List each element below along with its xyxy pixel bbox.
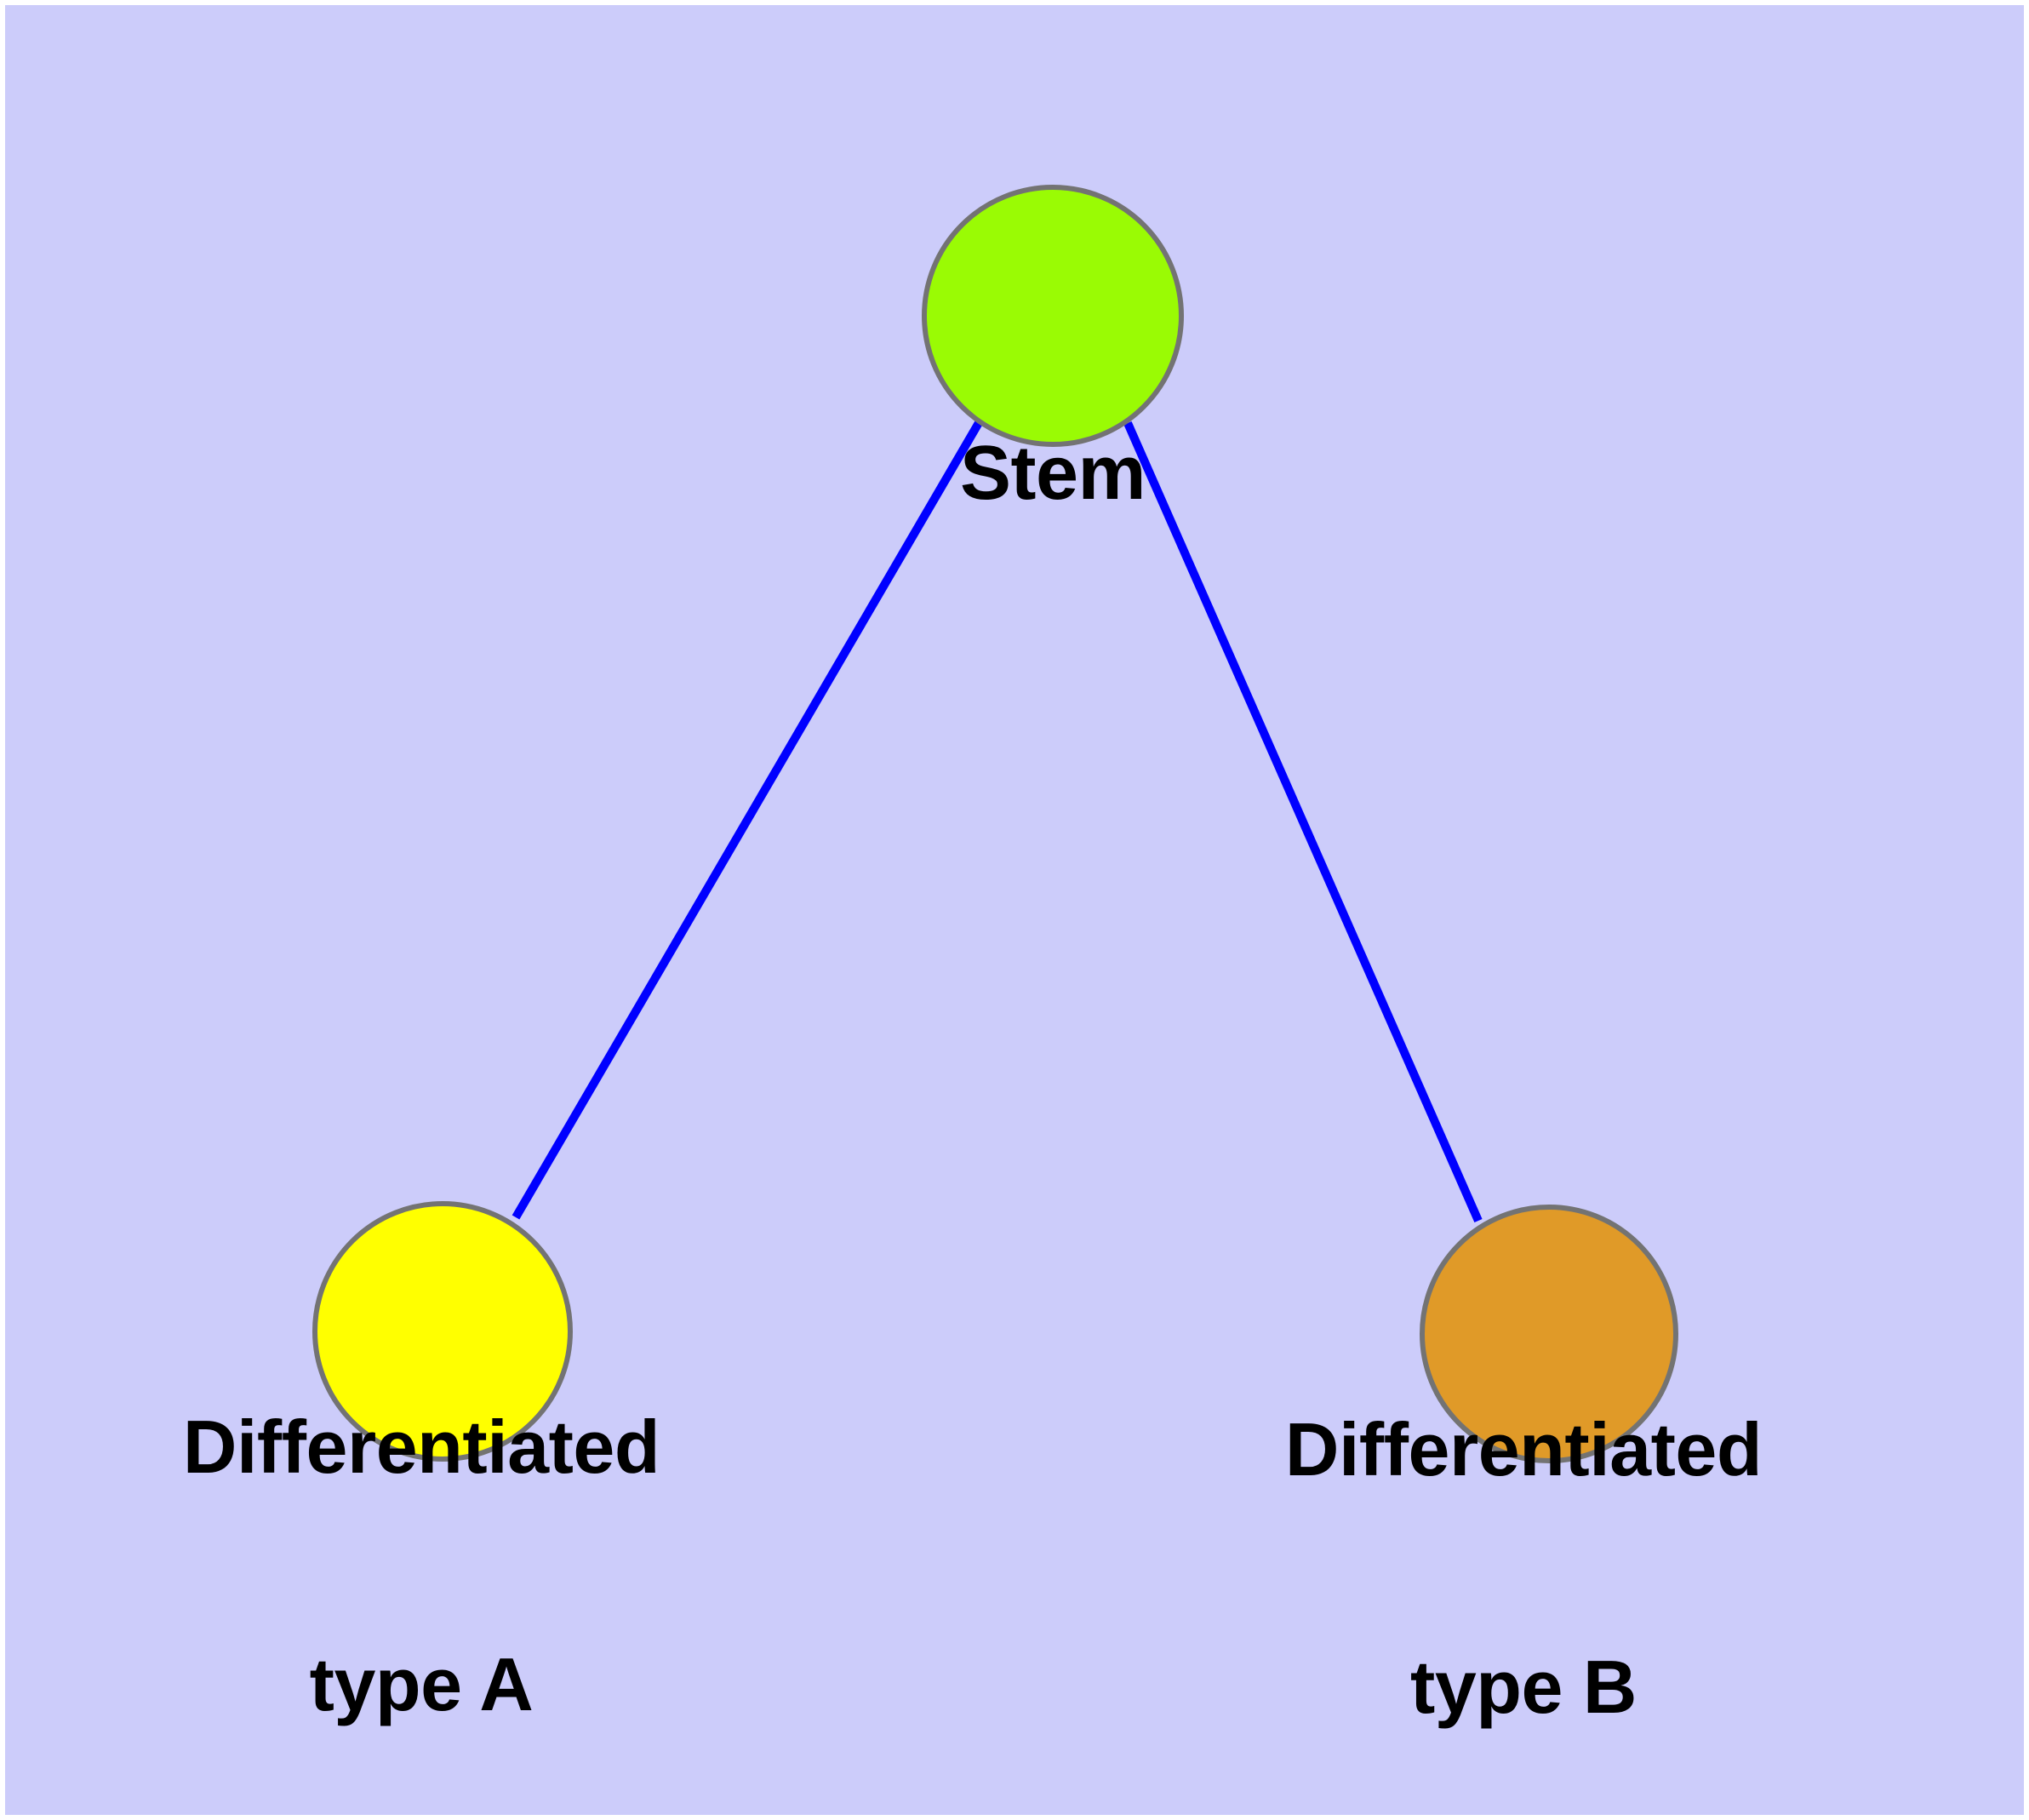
node-layer — [312, 185, 1678, 1463]
edge-stem-to-diff-a — [512, 419, 984, 1220]
node-circle-diff-b[interactable] — [1420, 1205, 1678, 1463]
node-circle-diff-a[interactable] — [312, 1201, 573, 1462]
edge-layer — [512, 419, 1483, 1223]
node-circle-stem[interactable] — [922, 185, 1184, 447]
edge-stem-to-diff-b — [1123, 421, 1483, 1223]
